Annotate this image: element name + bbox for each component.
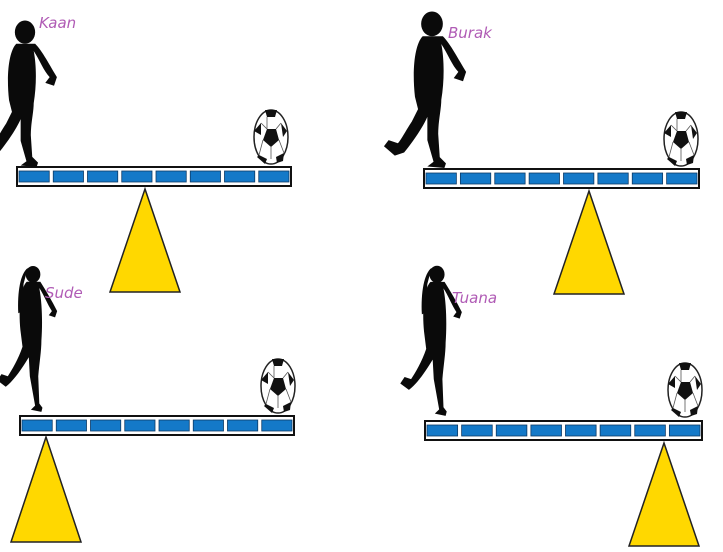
beam-segment <box>122 171 152 182</box>
beam-segment <box>259 171 289 182</box>
player-name-label: Sude <box>45 284 83 302</box>
beam-segment <box>667 173 697 184</box>
beam-segment <box>88 171 118 182</box>
beam-segment <box>56 420 86 431</box>
beam-segment <box>22 420 52 431</box>
beam-segment <box>228 420 258 431</box>
beam-segment <box>598 173 628 184</box>
running-boy-silhouette-icon <box>0 21 57 167</box>
panel-burak: Burak <box>384 11 699 294</box>
beam-segment <box>566 425 597 436</box>
panel-sude: Sude <box>0 266 295 542</box>
soccer-ball-icon <box>261 359 295 413</box>
beam-segment <box>529 173 559 184</box>
soccer-ball-icon <box>668 363 702 417</box>
fulcrum <box>554 191 624 294</box>
beam-segment <box>495 173 525 184</box>
beam-segment <box>193 420 223 431</box>
soccer-ball-icon <box>664 112 698 166</box>
beam-segment <box>19 171 49 182</box>
beam-segment <box>159 420 189 431</box>
beam-segment <box>125 420 155 431</box>
player-name-label: Kaan <box>39 14 76 32</box>
beam-segment <box>531 425 562 436</box>
fulcrum <box>110 189 180 292</box>
fulcrum <box>11 437 81 542</box>
fulcrum <box>629 443 699 546</box>
beam-segment <box>427 425 458 436</box>
player-name-label: Burak <box>448 24 493 42</box>
beam-segment <box>460 173 490 184</box>
beam-segment <box>91 420 121 431</box>
seesaw-beam <box>424 169 699 188</box>
beam-segment <box>600 425 631 436</box>
beam-segment <box>496 425 527 436</box>
seesaw-beam <box>20 416 294 435</box>
player-name-label: Tuana <box>452 289 497 307</box>
beam-segment <box>426 173 456 184</box>
soccer-ball-icon <box>254 110 288 164</box>
beam-segment <box>190 171 220 182</box>
beam-segment <box>462 425 493 436</box>
beam-segment <box>632 173 662 184</box>
panel-kaan: Kaan <box>0 14 291 292</box>
beam-segment <box>635 425 666 436</box>
seesaw-beam <box>425 421 702 440</box>
seesaw-beam <box>17 167 291 186</box>
beam-segment <box>225 171 255 182</box>
beam-segment <box>156 171 186 182</box>
panel-tuana: Tuana <box>400 266 702 546</box>
beam-segment <box>53 171 83 182</box>
beam-segment <box>564 173 594 184</box>
beam-segment <box>669 425 700 436</box>
beam-segment <box>262 420 292 431</box>
